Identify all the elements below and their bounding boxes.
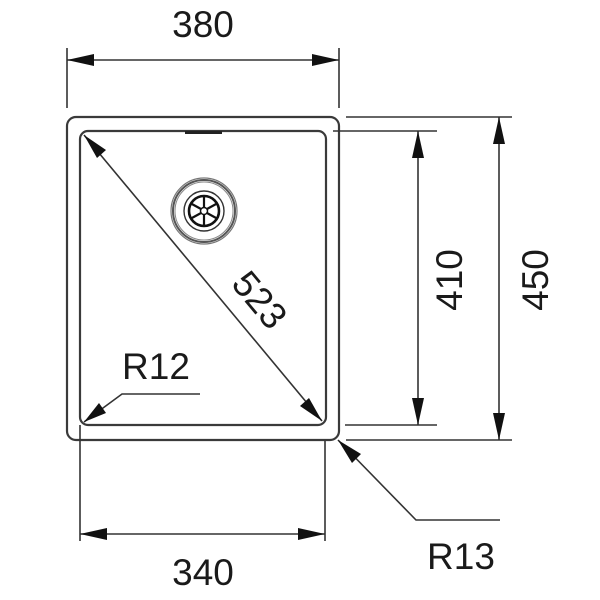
inner-height-label: 410 xyxy=(429,249,470,311)
drain-strainer-icon xyxy=(170,177,238,245)
dimension-inner-width: 340 xyxy=(79,425,326,593)
dimension-outer-width: 380 xyxy=(66,4,340,108)
callout-outer-radius: R13 xyxy=(337,439,500,577)
outer-width-label: 380 xyxy=(172,4,234,45)
diagonal-label: 523 xyxy=(224,263,295,337)
inner-width-label: 340 xyxy=(172,552,234,593)
sink-outer-outline xyxy=(65,115,341,442)
inner-radius-label: R12 xyxy=(122,346,190,387)
outer-height-label: 450 xyxy=(515,249,556,311)
dimension-inner-height: 410 xyxy=(333,130,470,426)
dimension-outer-height: 450 xyxy=(346,116,556,441)
callout-inner-radius: R12 xyxy=(83,346,200,423)
outer-radius-label: R13 xyxy=(427,536,495,577)
